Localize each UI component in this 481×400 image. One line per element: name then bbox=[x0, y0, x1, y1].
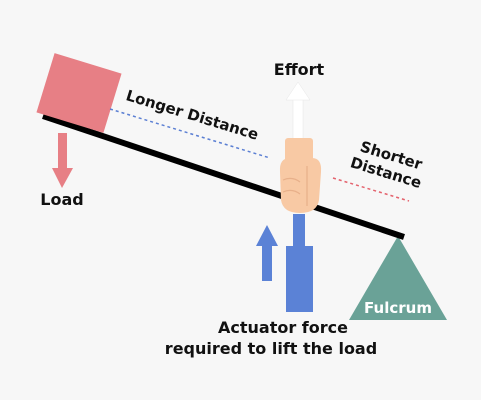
effort-arrow-icon bbox=[285, 81, 311, 143]
shorter-distance-dashed-line bbox=[332, 177, 410, 202]
actuator-cylinder bbox=[286, 246, 313, 312]
load-arrow-icon bbox=[52, 133, 73, 188]
hand-icon bbox=[279, 138, 322, 213]
actuator-label-line1: Actuator force bbox=[218, 318, 348, 337]
load-box bbox=[36, 53, 122, 133]
fulcrum-label: Fulcrum bbox=[364, 299, 432, 317]
actuator-arrow-icon bbox=[256, 225, 278, 281]
load-label: Load bbox=[40, 190, 83, 209]
shorter-distance-label: Shorter Distance bbox=[348, 138, 425, 193]
actuator-rod bbox=[293, 214, 305, 250]
effort-label: Effort bbox=[274, 60, 325, 79]
longer-distance-label: Longer Distance bbox=[124, 86, 261, 143]
actuator-label-line2: required to lift the load bbox=[165, 339, 377, 358]
longer-distance-dashed-line bbox=[109, 108, 271, 159]
lever-beam bbox=[42, 113, 405, 240]
fulcrum-triangle bbox=[349, 236, 447, 320]
